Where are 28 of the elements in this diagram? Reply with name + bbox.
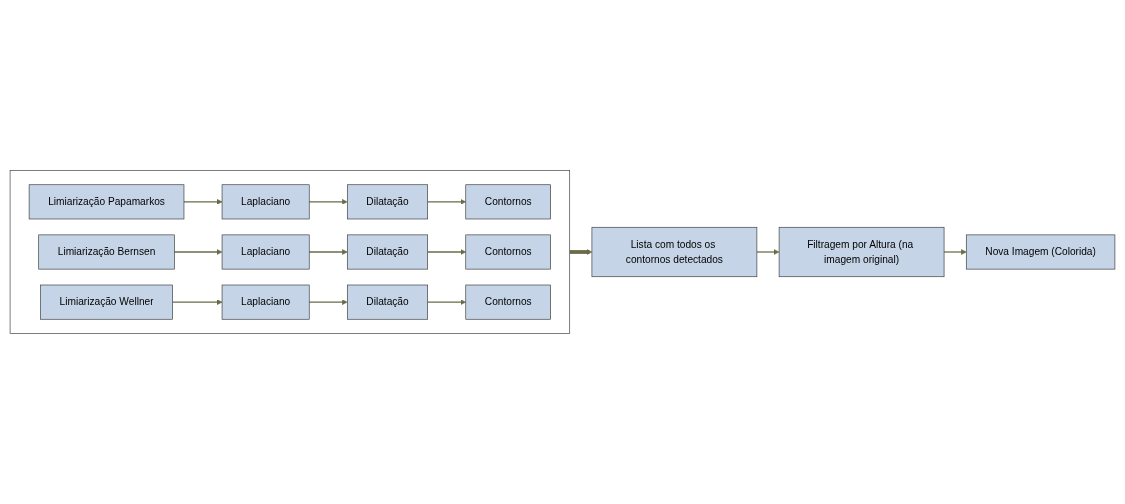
node-box: Filtragem por Altura (na imagem original) [778, 226, 945, 278]
arrow [427, 199, 466, 205]
node-box: Contornos [465, 234, 551, 270]
node-box: Limiarização Wellner [40, 284, 173, 320]
node-box: Dilatação [347, 184, 428, 220]
arrow [427, 299, 466, 305]
node-box: Limiarização Papamarkos [28, 184, 185, 220]
arrow [308, 299, 348, 305]
node-box: Dilatação [347, 284, 428, 320]
arrow [308, 199, 348, 205]
arrow [308, 249, 348, 255]
node-box: Laplaciano [221, 284, 310, 320]
arrow [756, 249, 780, 255]
node-box: Laplaciano [221, 184, 310, 220]
arrow [569, 249, 593, 255]
node-box: Contornos [465, 284, 551, 320]
cluster [9, 170, 571, 334]
arrow [171, 299, 223, 305]
node-box: Dilatação [347, 234, 428, 270]
node-box: Nova Imagem (Colorida) [965, 234, 1116, 270]
arrow [183, 199, 223, 205]
arrow [427, 249, 466, 255]
node-box: Lista com todos os contornos detectados [591, 226, 758, 278]
node-box: Contornos [465, 184, 551, 220]
arrow [943, 249, 967, 255]
node-box: Laplaciano [221, 234, 310, 270]
node-box: Limiarização Bernsen [38, 234, 175, 270]
arrow [173, 249, 223, 255]
